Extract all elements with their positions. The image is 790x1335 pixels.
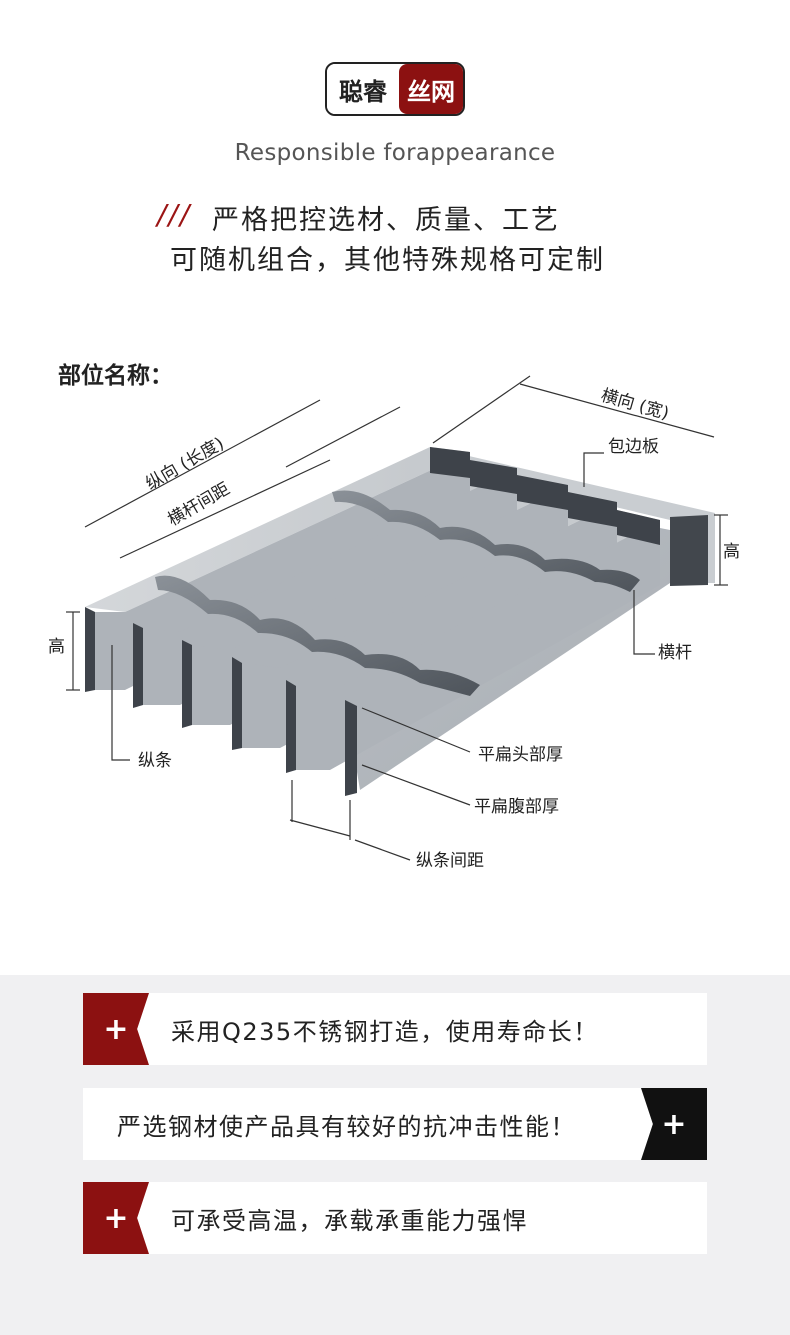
logo-left-text: 聪睿 <box>327 64 399 114</box>
diagram-title: 部位名称： <box>58 362 173 389</box>
label-horizontal-width: 横向 (宽) <box>599 386 671 424</box>
brand-logo: 聪睿 丝网 <box>325 62 465 116</box>
slash-decoration: /// <box>157 198 192 231</box>
label-bearing-bar-spacing: 纵条间距 <box>416 851 484 871</box>
cross-bars <box>155 490 640 696</box>
logo-right-text: 丝网 <box>399 64 463 114</box>
feature-text-2: 严选钢材使产品具有较好的抗冲击性能！ <box>117 1112 576 1141</box>
label-flat-bar-web: 平扁腹部厚 <box>474 797 559 817</box>
intro-line-2: 可随机组合，其他特殊规格可定制 <box>170 245 605 276</box>
intro-line-1: 严格把控选材、质量、工艺 <box>212 205 560 236</box>
plus-icon: + <box>641 1088 707 1160</box>
label-height-right: 高 <box>723 542 740 562</box>
edge-plate-end <box>670 515 708 586</box>
subtitle: Responsible forappearance <box>234 140 556 166</box>
plus-icon: + <box>83 993 149 1065</box>
label-crossbar-spacing: 横杆间距 <box>165 479 234 530</box>
dimension-lines <box>66 375 728 861</box>
feature-text-3: 可承受高温，承载承重能力强悍 <box>171 1206 528 1235</box>
feature-card-1: + 采用Q235不锈钢打造，使用寿命长！ <box>83 993 707 1065</box>
label-bearing-bar: 纵条 <box>138 751 172 771</box>
label-flat-bar-head: 平扁头部厚 <box>478 745 563 765</box>
plus-icon: + <box>83 1182 149 1254</box>
feature-text-1: 采用Q235不锈钢打造，使用寿命长！ <box>171 1017 599 1046</box>
label-edge-plate: 包边板 <box>608 437 659 457</box>
feature-card-2: 严选钢材使产品具有较好的抗冲击性能！ + <box>83 1088 707 1160</box>
feature-card-3: + 可承受高温，承载承重能力强悍 <box>83 1182 707 1254</box>
bearing-bars <box>85 447 670 796</box>
label-height-left: 高 <box>48 637 65 657</box>
label-crossbar: 横杆 <box>658 643 692 663</box>
grating-diagram: 部位名称： <box>48 362 740 871</box>
